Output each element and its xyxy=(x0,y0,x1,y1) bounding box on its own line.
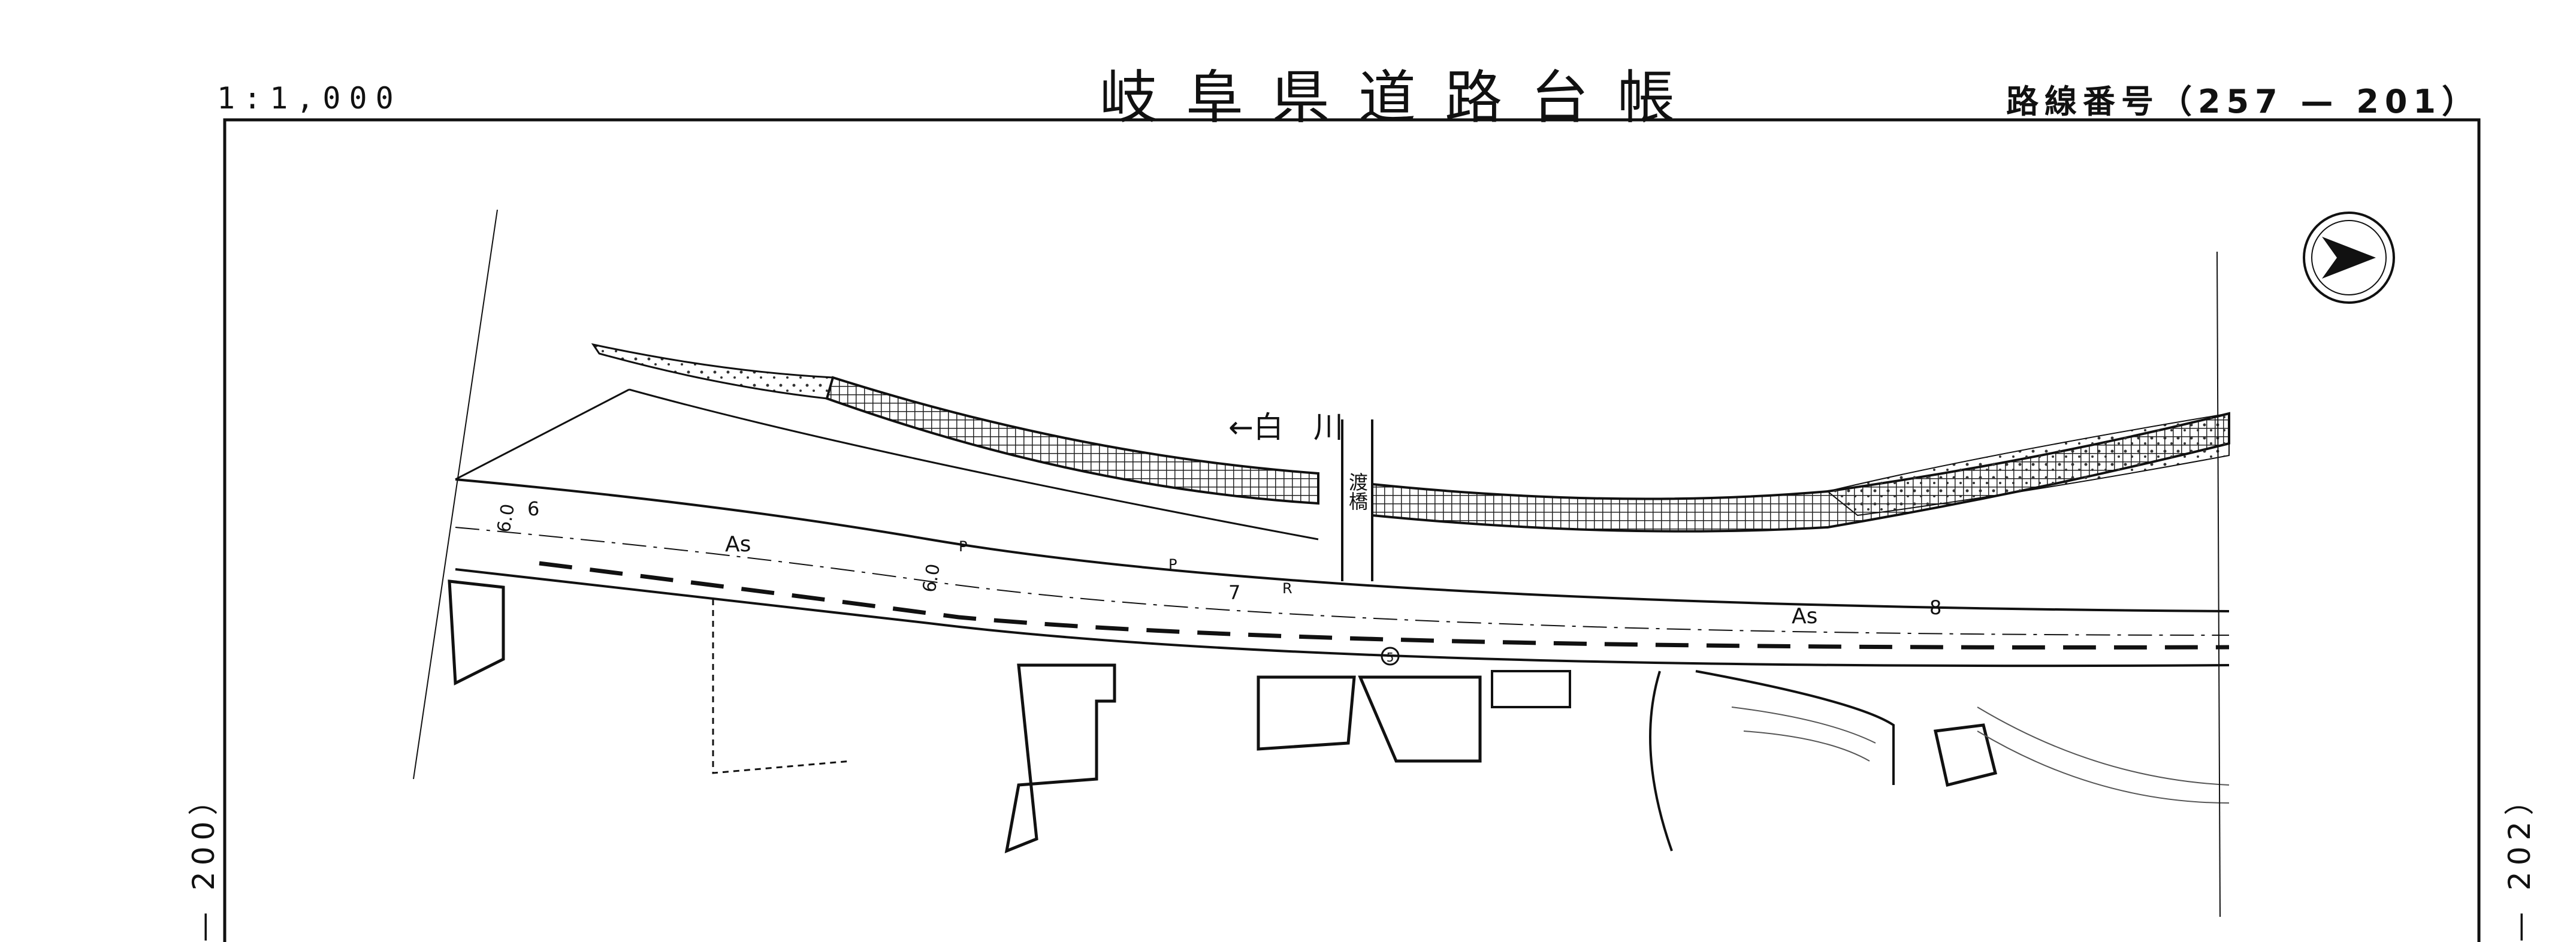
river-label: ←白 川 xyxy=(1228,410,1343,445)
building-4 xyxy=(1491,670,1571,708)
road-edge-south xyxy=(455,568,2230,668)
road-surface-1: As xyxy=(725,532,751,557)
marker-p2: P xyxy=(1168,556,1177,573)
north-arrow-icon xyxy=(2303,212,2395,304)
levee-road xyxy=(629,388,1319,541)
road-edge-north xyxy=(455,478,2230,612)
road-centerline xyxy=(539,561,2230,650)
width-label-2: 6.0 xyxy=(919,562,944,594)
map-frame xyxy=(223,118,2481,942)
circled-marker xyxy=(1381,647,1400,666)
embankment-east xyxy=(1826,412,2230,517)
building-5 xyxy=(448,579,505,686)
marker-r: R xyxy=(1282,580,1292,597)
station-6: 6 xyxy=(527,497,539,520)
field-boundary xyxy=(712,599,851,774)
bridge-label: 渡橋 xyxy=(1346,472,1369,511)
station-7: 7 xyxy=(1228,581,1240,604)
bridge: 渡橋 xyxy=(1341,419,1373,581)
river-revetment-west xyxy=(825,376,1319,505)
station-8: 8 xyxy=(1929,596,1941,619)
road-surface-2: As xyxy=(1792,604,1817,629)
building-2 xyxy=(1257,675,1356,751)
road-chainline xyxy=(455,527,2230,636)
route-number: 路線番号（257 — 201） xyxy=(2006,83,2480,120)
scale-label: 1:1,000 xyxy=(217,81,402,116)
building-3 xyxy=(1358,675,1482,763)
marker-p1: P xyxy=(959,538,967,555)
width-label-1: 6.0 xyxy=(493,502,519,534)
embankment-west xyxy=(591,343,834,400)
svg-text:5: 5 xyxy=(1387,650,1394,665)
building-6 xyxy=(1933,723,1998,787)
building-1 xyxy=(1004,663,1116,853)
